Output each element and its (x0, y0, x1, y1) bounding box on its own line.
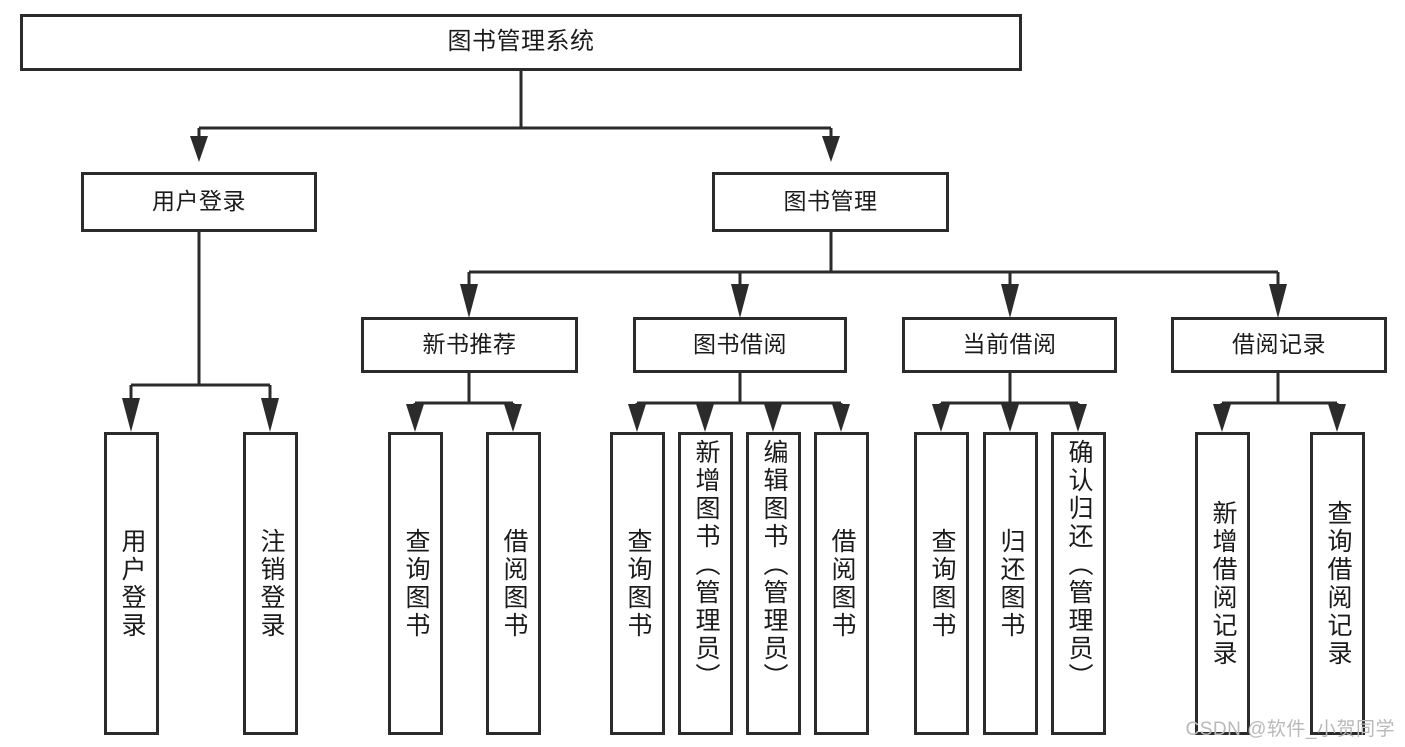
leaf-user-login-logout[interactable]: 注销登录 (243, 432, 298, 735)
node-label: 借阅记录 (1232, 331, 1326, 358)
leaf-bookborrow-query-book[interactable]: 查询图书 (610, 432, 665, 735)
edge-user-login-to-leaves (122, 232, 279, 432)
node-root-book-management-system[interactable]: 图书管理系统 (20, 14, 1022, 71)
node-borrow-record[interactable]: 借阅记录 (1171, 317, 1387, 373)
node-label: 图书管理 (783, 188, 878, 215)
edge-root-to-level2 (190, 71, 840, 162)
node-label: 注销登录 (257, 527, 285, 640)
edge-currentborrow-to-leaves (932, 373, 1087, 432)
node-label: 查询借阅记录 (1324, 499, 1352, 668)
leaf-newbook-borrow-book[interactable]: 借阅图书 (486, 432, 541, 735)
node-label: 新增图书（管理员） (692, 439, 720, 691)
node-label: 图书借阅 (693, 331, 787, 358)
csdn-watermark: CSDN @软件_小贺同学 (1185, 719, 1395, 740)
node-label: 新书推荐 (422, 331, 517, 358)
leaf-currentborrow-return-book[interactable]: 归还图书 (983, 432, 1038, 735)
node-label: 图书管理系统 (447, 28, 595, 56)
leaf-bookborrow-borrow-book[interactable]: 借阅图书 (814, 432, 869, 735)
edge-book-mgmt-to-level3 (460, 232, 1287, 318)
node-new-book-recommend[interactable]: 新书推荐 (361, 317, 578, 373)
leaf-currentborrow-confirm-return-admin[interactable]: 确认归还（管理员） (1051, 432, 1106, 735)
node-label: 查询图书 (402, 527, 430, 640)
edge-borrowrecord-to-leaves (1213, 373, 1346, 432)
node-label: 查询图书 (624, 527, 652, 640)
leaf-newbook-query-book[interactable]: 查询图书 (388, 432, 443, 735)
node-label: 归还图书 (997, 527, 1025, 640)
node-book-management[interactable]: 图书管理 (712, 172, 949, 232)
edge-newbook-to-leaves (406, 373, 522, 432)
leaf-bookborrow-edit-book-admin[interactable]: 编辑图书（管理员） (746, 432, 801, 735)
leaf-bookborrow-add-book-admin[interactable]: 新增图书（管理员） (678, 432, 733, 735)
node-label: 当前借阅 (962, 331, 1057, 358)
node-label: 编辑图书（管理员） (760, 439, 788, 691)
node-label: 借阅图书 (500, 527, 528, 640)
node-user-login[interactable]: 用户登录 (81, 172, 317, 232)
node-current-borrow[interactable]: 当前借阅 (902, 317, 1117, 373)
leaf-currentborrow-query-book[interactable]: 查询图书 (914, 432, 969, 735)
node-label: 借阅图书 (828, 527, 856, 640)
edge-bookborrow-to-leaves (628, 373, 850, 432)
node-label: 用户登录 (152, 188, 246, 215)
node-label: 用户登录 (118, 527, 146, 640)
node-label: 确认归还（管理员） (1065, 439, 1093, 691)
leaf-borrowrecord-add-record[interactable]: 新增借阅记录 (1195, 432, 1250, 735)
node-label: 查询图书 (928, 527, 956, 640)
node-book-borrow[interactable]: 图书借阅 (633, 317, 847, 373)
leaf-user-login-login[interactable]: 用户登录 (104, 432, 159, 735)
leaf-borrowrecord-query-record[interactable]: 查询借阅记录 (1310, 432, 1365, 735)
node-label: 新增借阅记录 (1209, 499, 1237, 668)
